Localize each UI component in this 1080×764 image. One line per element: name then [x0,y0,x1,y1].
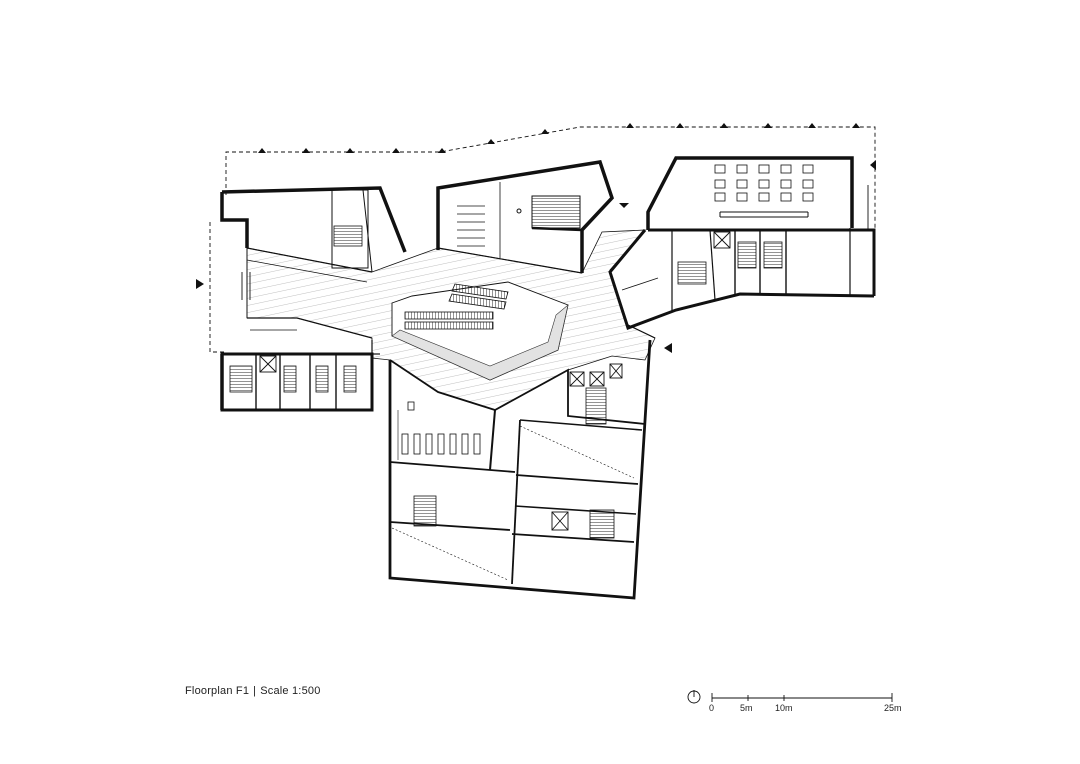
entrance-arrow-west [196,279,204,289]
north-central-block [436,160,614,274]
east-elevator [713,231,731,249]
plan-caption: Floorplan F1|Scale 1:500 [185,685,321,697]
south-elevators [551,363,623,531]
scale-tick-0: 0 [709,703,714,713]
scale-tick-10m: 10m [775,703,793,713]
scale-tick-5m: 5m [740,703,753,713]
caption-separator: | [253,685,257,697]
scale-bar: 0 5m 10m 25m [687,690,902,713]
east-stairs [677,241,783,285]
west-stairs [229,225,363,393]
escalators [404,283,509,330]
scale-tick-25m: 25m [884,703,902,713]
plan-title: Floorplan F1 [185,685,250,697]
roof-markers [258,123,876,170]
east-wing [608,229,875,339]
plan-scale: Scale 1:500 [260,685,321,697]
north-east-wing [646,156,876,296]
west-elevator [259,355,277,373]
entrance-arrow-east [664,343,672,353]
west-wing [220,186,407,412]
restaurant-tables [714,164,814,202]
roof-outline [209,126,876,353]
south-stairs [413,387,615,539]
atrium-gallery [391,304,569,381]
entrance-arrow-north [619,203,629,208]
south-block [388,339,652,600]
